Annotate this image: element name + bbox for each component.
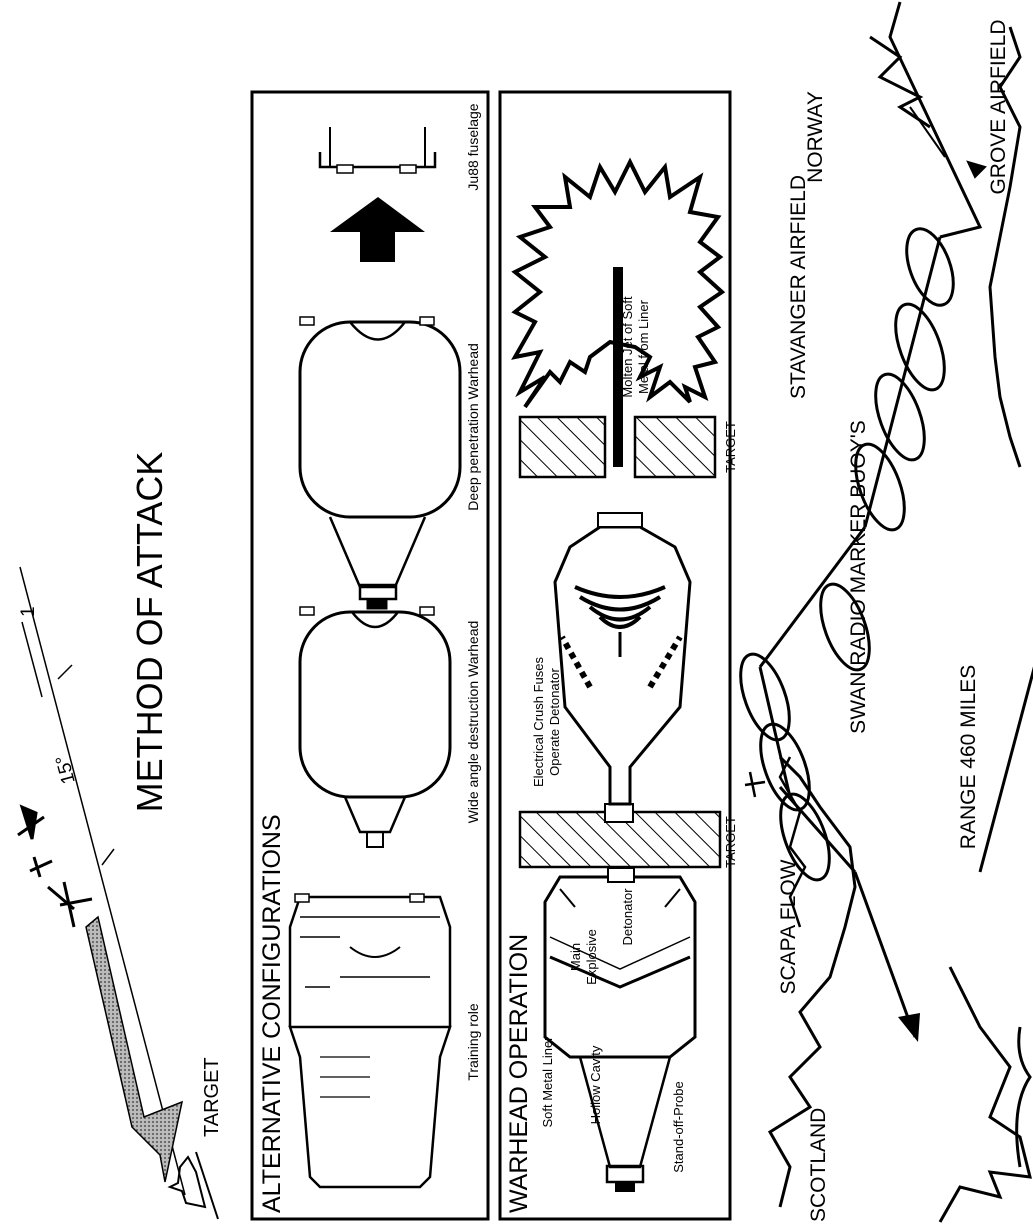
attack-sketch: TARGET 15° 1 <box>18 567 223 1219</box>
label-molten-jet-2: Metal from Liner <box>636 299 651 394</box>
page-title: METHOD OF ATTACK <box>129 452 170 813</box>
label-detonator: Detonator <box>620 888 635 946</box>
alternative-configurations-heading: ALTERNATIVE CONFIGURATIONS <box>258 814 286 1213</box>
target-block-upper <box>520 417 605 477</box>
radio-marker-icon <box>745 772 765 797</box>
wide-angle-warhead <box>300 607 450 847</box>
warhead-crush-fuses <box>555 513 690 822</box>
label-standoff-probe: Stand-off-Probe <box>671 1081 686 1173</box>
label-main-explosive-2: Explosive <box>584 929 599 985</box>
label-scotland: SCOTLAND <box>807 1108 830 1222</box>
label-crush-fuses-2: Operate Detonator <box>547 667 562 775</box>
angle-reference-line <box>22 622 42 697</box>
caption-training-role: Training role <box>465 1003 481 1081</box>
tick-mark-1 <box>102 849 114 865</box>
route-arrowhead <box>898 1013 920 1042</box>
label-scapa-flow: SCAPA FLOW <box>777 859 800 994</box>
grove-airfield-marker <box>910 107 985 177</box>
label-target-2: TARGET <box>723 421 738 473</box>
training-role-body <box>290 894 450 1187</box>
label-norway: NORWAY <box>804 91 827 183</box>
tick-mark-2 <box>58 665 72 679</box>
label-hollow-cavity: Hollow Cavity <box>588 1045 603 1124</box>
warhead-operation-heading: WARHEAD OPERATION <box>505 934 533 1213</box>
ju88-fuselage-icon <box>320 127 435 173</box>
caption-wide-angle: Wide angle destruction Warhead <box>465 621 481 824</box>
label-swan-buoys: SWAN RADIO MARKER BUOY'S <box>847 420 870 734</box>
label-grove-airfield: GROVE AIRFIELD <box>987 19 1010 194</box>
caption-deep-penetration: Deep penetration Warhead <box>465 343 481 511</box>
attack-arrow <box>86 917 182 1182</box>
fitting-arrow-icon <box>330 197 425 262</box>
label-target-1: TARGET <box>723 816 738 868</box>
deep-penetration-warhead <box>300 317 460 609</box>
aircraft-silhouette-icon <box>18 807 44 839</box>
label-stavanger: STAVANGER AIRFIELD <box>787 175 810 399</box>
label-crush-fuses-1: Electrical Crush Fuses <box>531 656 546 787</box>
mistel-aircraft-icon <box>30 857 92 927</box>
range-indicator-line <box>980 627 1033 872</box>
target-block-lower <box>635 417 715 477</box>
stavanger-route <box>890 2 980 237</box>
label-molten-jet-1: Molten Jet of Soft <box>620 296 635 398</box>
angle-label: 15° <box>52 753 80 786</box>
label-main-explosive-1: Main <box>568 943 583 971</box>
rotated-diagram-group: METHOD OF ATTACK TARGET 15° 1 ALTERNATIV… <box>18 2 1033 1222</box>
ratio-label: 1 <box>18 606 39 617</box>
caption-ju88-fuselage: Ju88 fuselage <box>465 103 481 190</box>
route-map: SCOTLAND SCAPA FLOW RANGE 460 MILES SWAN… <box>731 2 1033 1222</box>
target-label: TARGET <box>201 1057 223 1137</box>
label-soft-metal-liner: Soft Metal Liner <box>540 1036 555 1128</box>
label-range: RANGE 460 MILES <box>957 665 980 849</box>
